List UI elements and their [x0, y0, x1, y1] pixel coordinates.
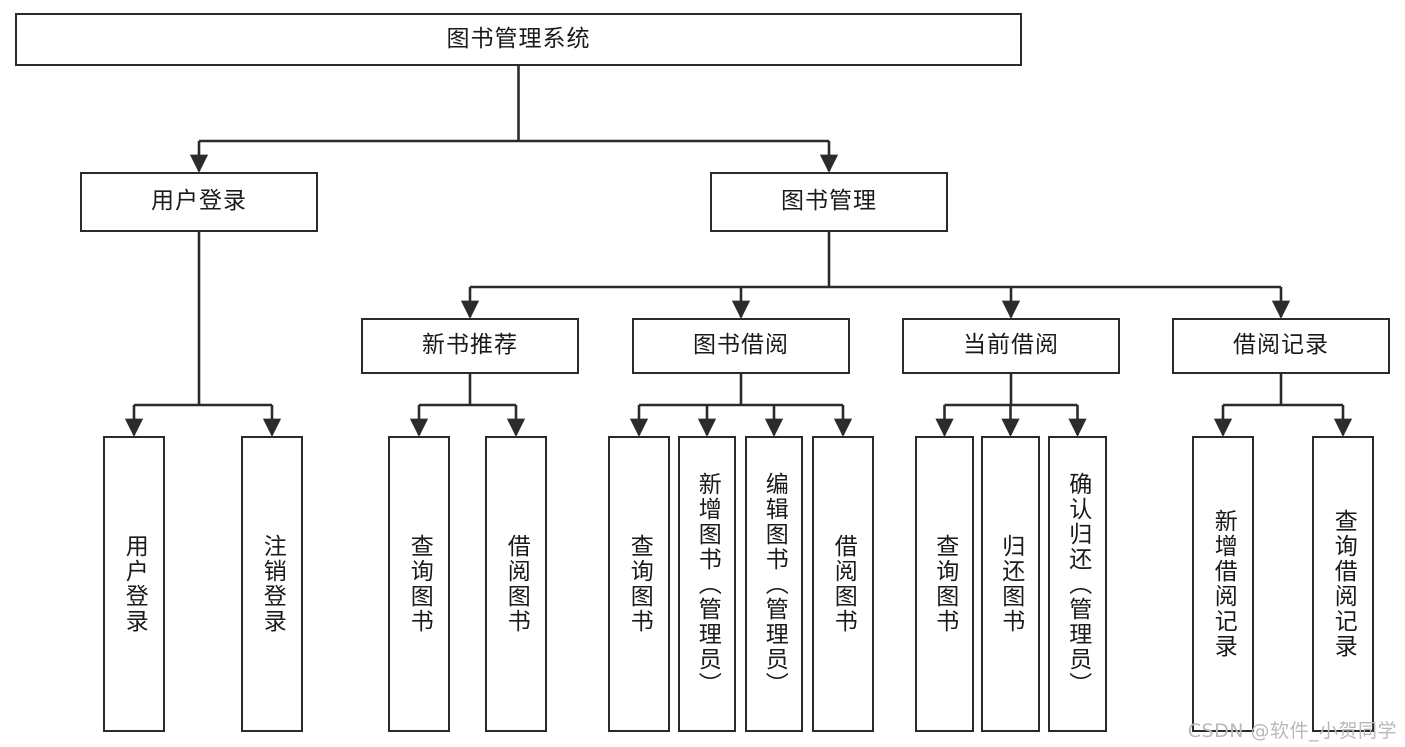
node-label: 新书推荐: [422, 332, 518, 359]
node-label: 用户登录: [121, 534, 148, 634]
node-leaf-query-book-current[interactable]: 查询图书: [915, 436, 974, 732]
node-leaf-add-book-admin[interactable]: 新增图书（管理员）: [678, 436, 736, 732]
node-user-login[interactable]: 用户登录: [80, 172, 318, 232]
node-label: 借阅图书: [503, 534, 530, 634]
node-leaf-return-book[interactable]: 归还图书: [981, 436, 1040, 732]
node-label: 编辑图书（管理员）: [761, 471, 788, 697]
node-label: 注销登录: [259, 534, 286, 634]
node-current-borrow[interactable]: 当前借阅: [902, 318, 1120, 374]
node-label: 新增借阅记录: [1210, 509, 1237, 659]
node-book-manage[interactable]: 图书管理: [710, 172, 948, 232]
watermark-text: CSDN @软件_小贺同学: [1187, 720, 1397, 742]
node-label: 查询图书: [626, 534, 653, 634]
node-leaf-borrow-book[interactable]: 借阅图书: [812, 436, 874, 732]
node-label: 确认归还（管理员）: [1064, 471, 1091, 697]
node-borrow-record[interactable]: 借阅记录: [1172, 318, 1390, 374]
node-label: 借阅图书: [830, 534, 857, 634]
node-leaf-user-logout[interactable]: 注销登录: [241, 436, 303, 732]
node-label: 图书管理系统: [446, 25, 591, 52]
node-label: 图书管理: [781, 188, 877, 215]
node-label: 新增图书（管理员）: [694, 471, 721, 697]
node-leaf-query-borrow-record[interactable]: 查询借阅记录: [1312, 436, 1374, 732]
node-book-borrow[interactable]: 图书借阅: [632, 318, 850, 374]
node-leaf-add-borrow-record[interactable]: 新增借阅记录: [1192, 436, 1254, 732]
node-leaf-query-book-recommend[interactable]: 查询图书: [388, 436, 450, 732]
node-leaf-user-login[interactable]: 用户登录: [103, 436, 165, 732]
node-label: 图书借阅: [693, 332, 789, 359]
node-label: 归还图书: [997, 534, 1024, 634]
node-label: 查询图书: [931, 534, 958, 634]
node-label: 查询借阅记录: [1330, 509, 1357, 659]
node-label: 用户登录: [151, 188, 247, 215]
node-root-system[interactable]: 图书管理系统: [15, 13, 1022, 66]
node-new-book-recommend[interactable]: 新书推荐: [361, 318, 579, 374]
node-leaf-confirm-return-admin[interactable]: 确认归还（管理员）: [1048, 436, 1107, 732]
node-leaf-borrow-book-recommend[interactable]: 借阅图书: [485, 436, 547, 732]
node-leaf-query-book-borrow[interactable]: 查询图书: [608, 436, 670, 732]
node-leaf-edit-book-admin[interactable]: 编辑图书（管理员）: [745, 436, 803, 732]
node-label: 查询图书: [406, 534, 433, 634]
node-label: 当前借阅: [963, 332, 1059, 359]
node-label: 借阅记录: [1233, 332, 1329, 359]
